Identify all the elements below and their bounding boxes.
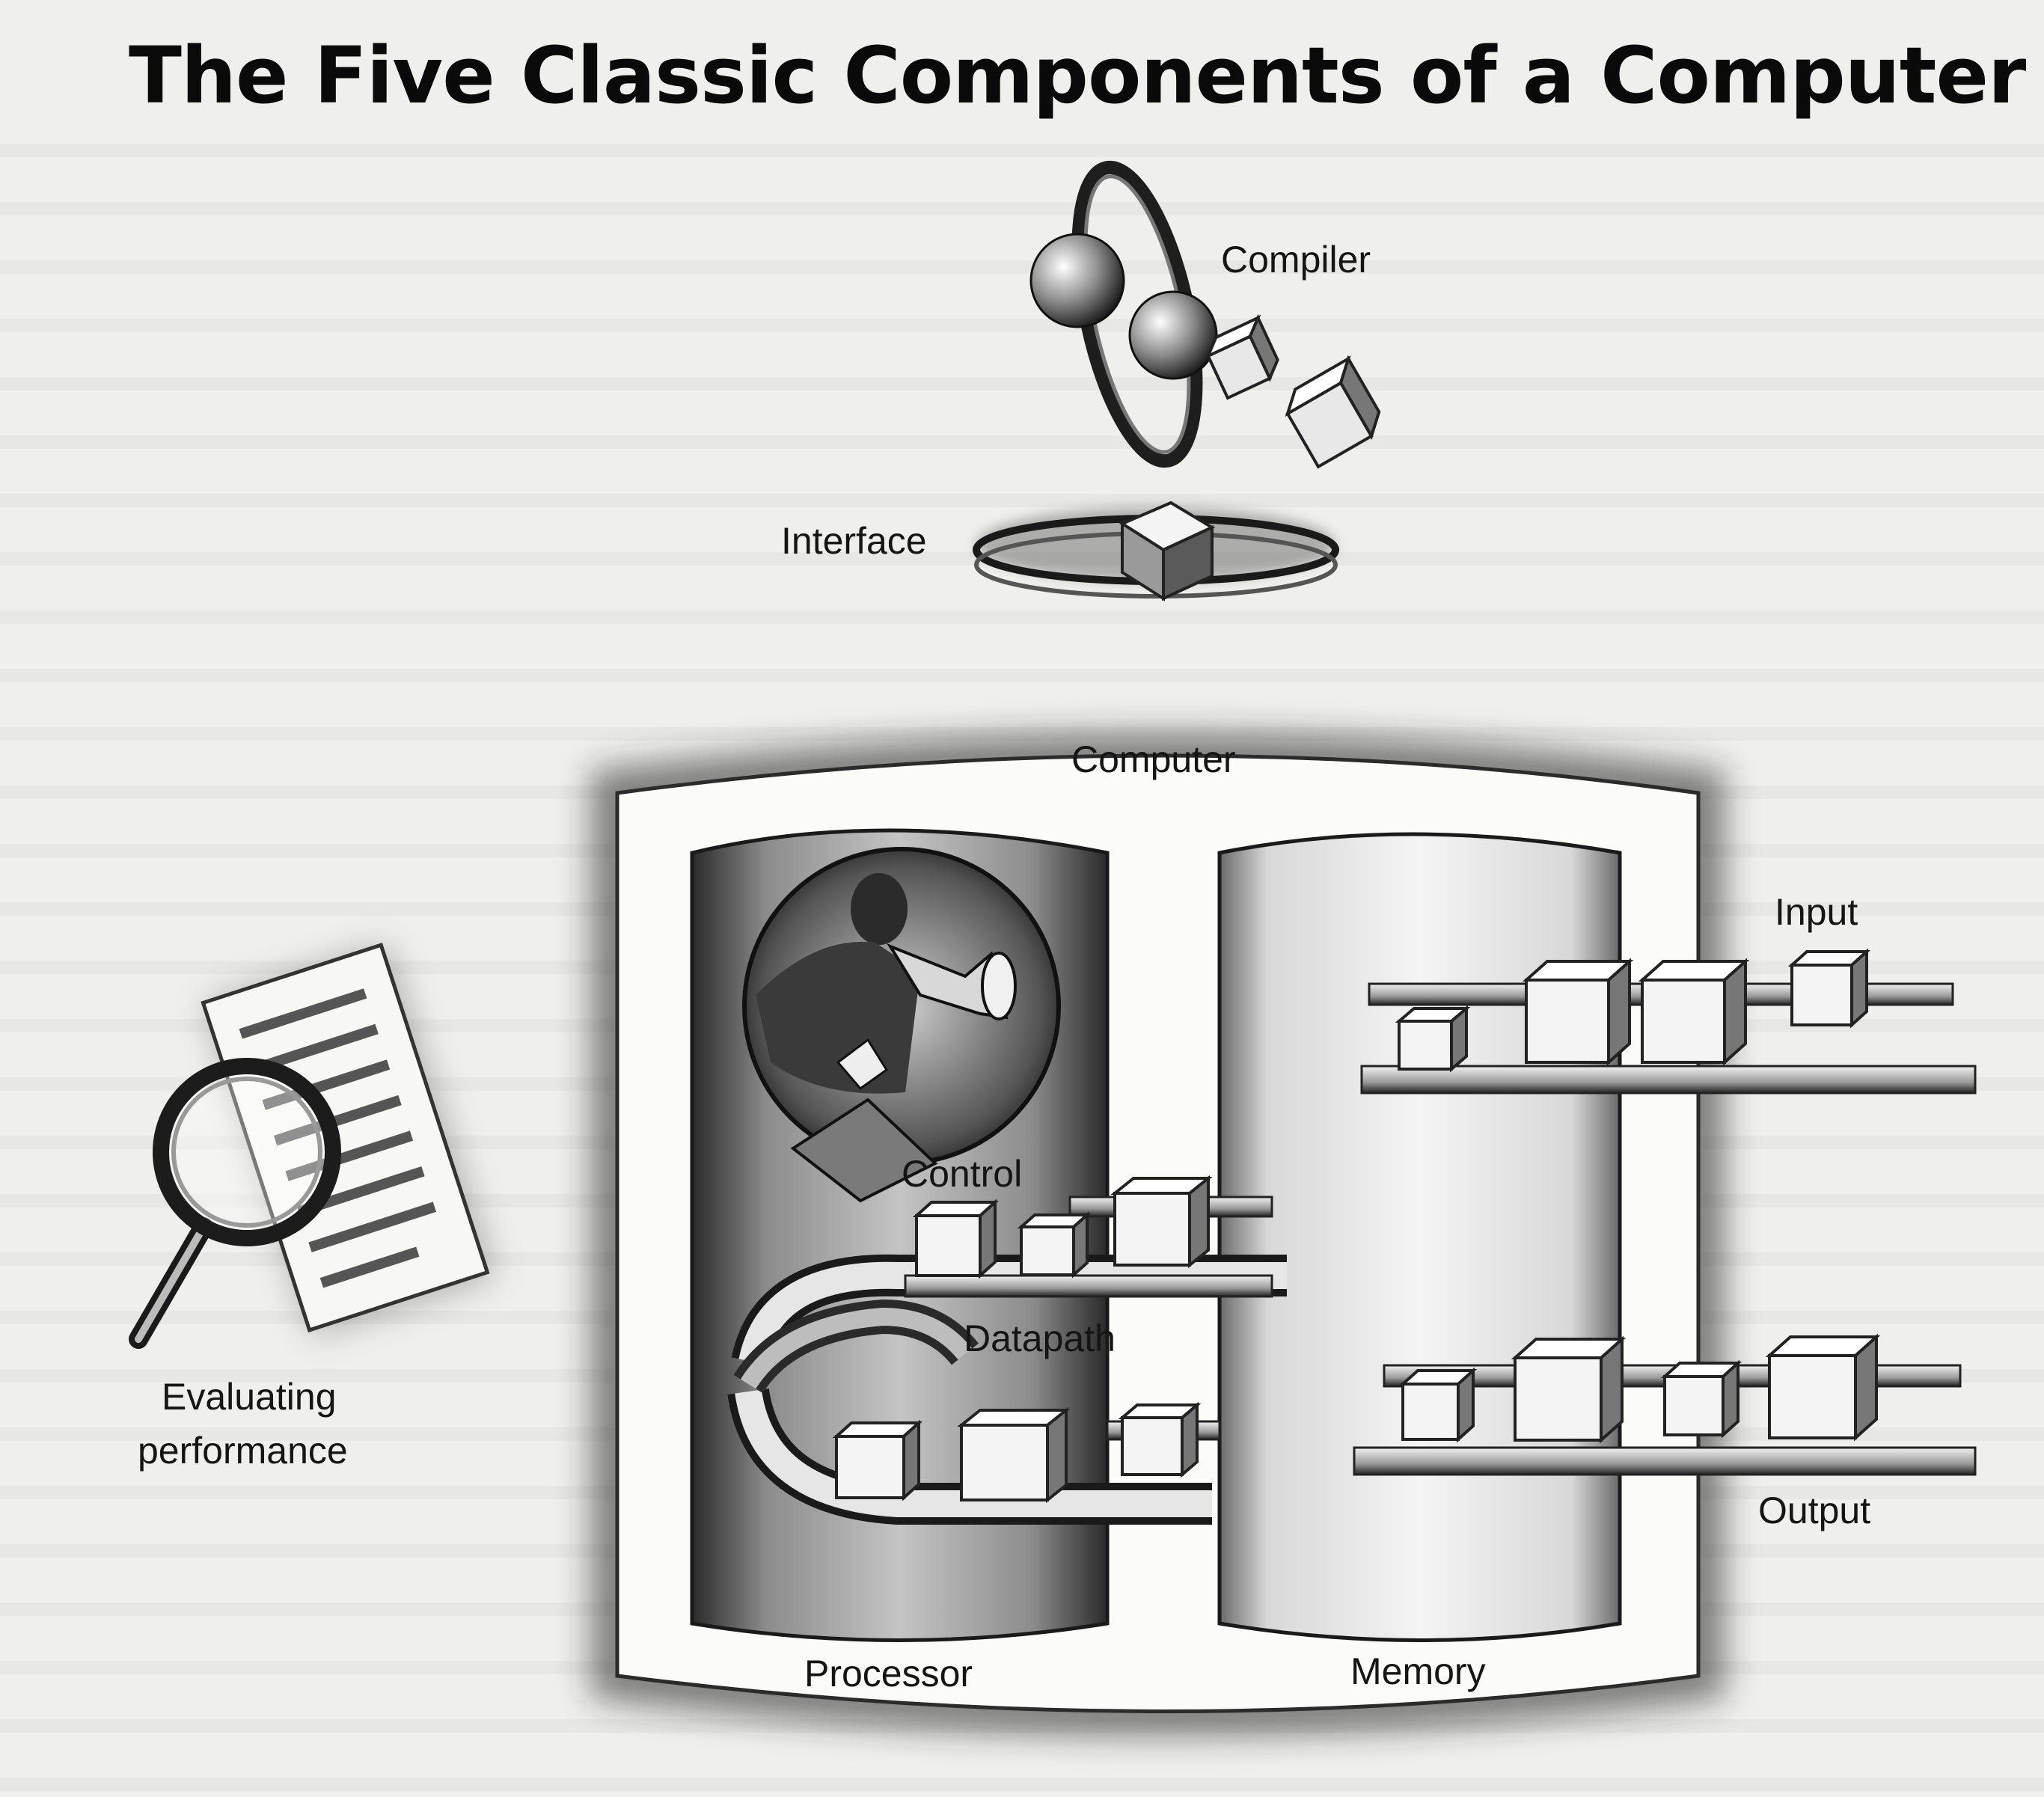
input-rail <box>1360 982 1977 1095</box>
compiler-label: Compiler <box>1221 239 1371 281</box>
memory-label: Memory <box>1350 1650 1486 1692</box>
compiler-interface-illustration <box>973 160 1381 601</box>
data-cube-icon <box>1638 958 1750 1066</box>
datapath-conveyor <box>727 1254 1287 1525</box>
data-cube-icon <box>912 1198 1000 1279</box>
control-unit-illustration <box>742 847 1061 1203</box>
data-cube-icon <box>1110 1175 1213 1269</box>
page-title: The Five Classic Components of a Compute… <box>129 30 2026 121</box>
data-cube-icon <box>1118 1401 1202 1478</box>
interface-label: Interface <box>781 520 927 562</box>
evaluating-label-line2: performance <box>138 1430 348 1472</box>
data-cube-icon <box>1522 958 1634 1066</box>
magnifying-glass-icon <box>129 1058 341 1349</box>
data-cube-icon <box>1511 1335 1627 1444</box>
data-cube-icon <box>1017 1211 1092 1279</box>
evaluating-label-line1: Evaluating <box>162 1376 337 1418</box>
memory-block <box>1217 832 1622 1642</box>
data-cube-icon <box>1660 1359 1742 1439</box>
data-cube-icon <box>1398 1367 1478 1443</box>
processor-label: Processor <box>804 1653 973 1695</box>
input-label: Input <box>1775 891 1858 933</box>
floating-cube-icon <box>1205 313 1279 400</box>
data-cube-icon <box>1765 1333 1881 1442</box>
data-cube-icon <box>1787 948 1871 1029</box>
data-cube-icon <box>957 1406 1071 1504</box>
data-cube-icon <box>1395 1005 1471 1073</box>
output-label: Output <box>1758 1490 1871 1531</box>
data-cube-icon <box>832 1419 923 1501</box>
person-with-megaphone-icon <box>756 873 1017 1094</box>
sphere-icon <box>1029 233 1125 328</box>
floating-cube-icon <box>1285 355 1381 469</box>
control-rail <box>904 1196 1273 1298</box>
computer-label: Computer <box>1071 738 1236 780</box>
document-page-icon <box>201 943 490 1333</box>
datapath-label: Datapath <box>964 1317 1116 1359</box>
interface-cube-icon <box>1119 500 1216 601</box>
sphere-icon <box>1128 290 1218 380</box>
evaluating-performance-illustration <box>129 943 493 1349</box>
control-label: Control <box>902 1153 1023 1195</box>
